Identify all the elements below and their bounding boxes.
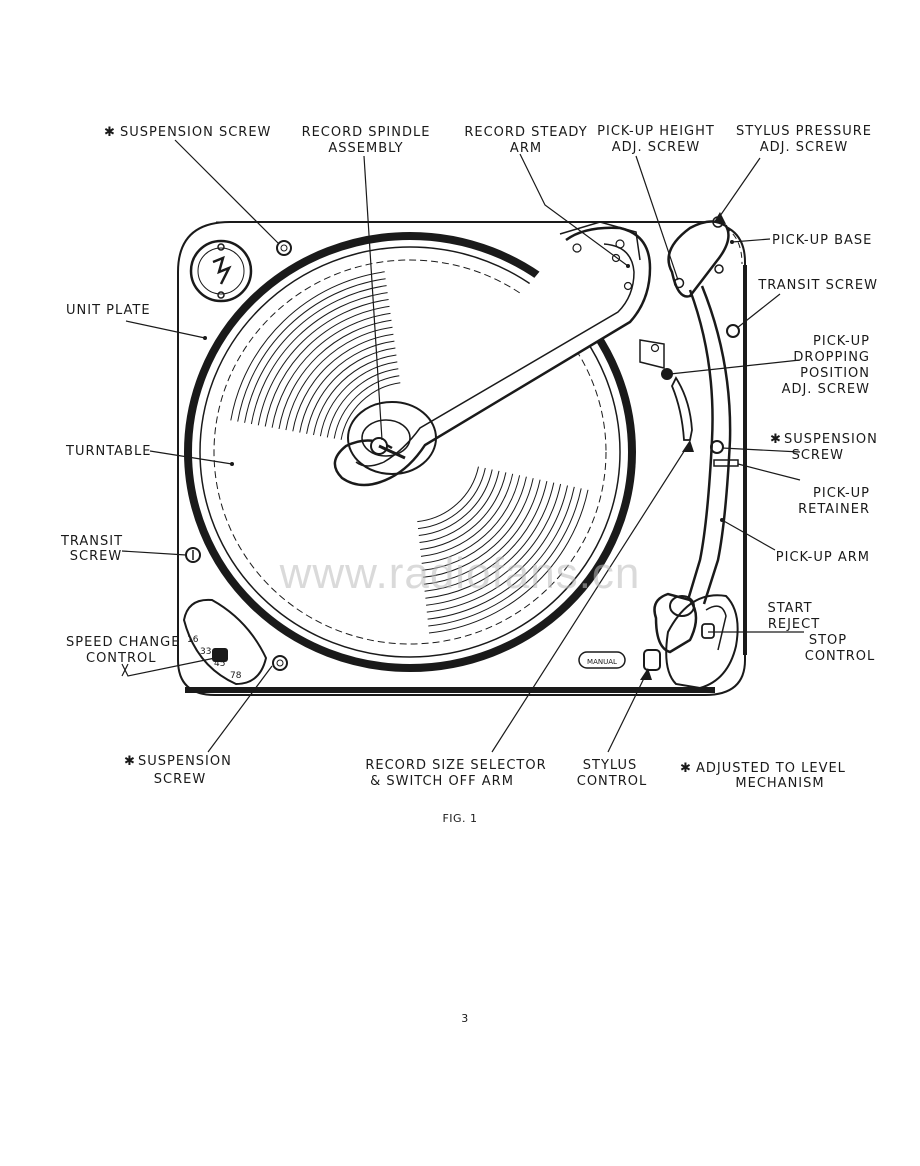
turntable-platter [184,232,636,672]
page-number: 3 [461,1012,469,1025]
speed-16: 16 [187,635,199,645]
speed-change-control: 16 33 45 78 [182,598,268,686]
record-groove [237,278,386,422]
record-groove [264,305,390,427]
record-groove [313,354,397,436]
record-groove [426,483,562,606]
label-note-2: MECHANISM [735,776,824,791]
figure-caption: FIG. 1 [442,812,477,825]
label-record-steady-1: RECORD STEADY [464,125,587,140]
record-groove [420,472,507,550]
record-groove [428,488,582,627]
record-groove [244,285,387,423]
record-groove [426,485,568,613]
record-groove [319,361,398,437]
speed-45: 45 [214,659,225,669]
label-start-1: START [767,601,812,616]
speed-78: 78 [230,671,242,681]
label-suspension-screw-bottom-2: SCREW [154,772,206,787]
label-dropping-2: DROPPING [793,350,870,365]
record-groove [257,299,389,426]
label-record-spindle-2: ASSEMBLY [328,141,403,156]
record-groove [425,482,555,599]
record-groove [417,466,479,523]
record-groove [326,368,399,438]
record-groove [271,312,391,428]
record-groove [299,340,395,433]
record-groove [292,333,394,432]
label-dropping-3: POSITION [800,366,870,381]
label-transit-screw-left-2: SCREW [70,549,122,564]
record-groove [230,271,385,421]
labels: ✱ SUSPENSION SCREW RECORD SPINDLE ASSEMB… [60,124,878,1025]
record-groove [421,475,521,564]
star-marker-bottom: ✱ [124,754,136,769]
record-groove [428,489,589,634]
record-groove [418,469,493,536]
record-groove [427,486,575,620]
label-record-size-2: & SWITCH OFF ARM [370,774,514,789]
record-groove [306,347,396,434]
arrow-heads [203,212,734,680]
label-dropping-4: ADJ. SCREW [782,382,870,397]
label-suspension-screw-top: SUSPENSION SCREW [120,125,271,140]
manual-badge: MANUAL [578,651,626,669]
record-groove [424,480,548,592]
label-start-4: CONTROL [805,649,875,664]
label-speed-change-2: CONTROL [86,651,156,666]
star-marker-right: ✱ [770,432,782,447]
leader-lines [121,139,804,753]
label-speed-change-1: SPEED CHANGE [66,635,180,650]
label-pickup-base: PICK-UP BASE [772,233,872,248]
record-groove [420,473,514,557]
label-pickup-height-2: ADJ. SCREW [612,140,700,155]
record-groove [423,479,541,585]
record-groove [423,478,534,578]
start-reject-stop-control [665,594,739,690]
manual-badge-text: MANUAL [587,658,617,666]
label-stylus-control-2: CONTROL [577,774,647,789]
record-steady-arm [333,221,652,487]
label-dropping-1: PICK-UP [813,334,870,349]
record-groove [417,467,486,530]
label-suspension-screw-right-1: SUSPENSION [784,432,878,447]
record-groove [285,326,393,431]
label-stylus-pressure-1: STYLUS PRESSURE [736,124,872,139]
label-pickup-retainer-1: PICK-UP [813,486,870,501]
watermark: www.radiofans.cn [279,549,641,598]
label-suspension-screw-bottom-1: SUSPENSION [138,754,232,769]
speed-33: 33 [200,647,211,657]
label-start-3: STOP [809,633,847,648]
label-pickup-retainer-2: RETAINER [798,502,870,517]
label-suspension-screw-right-2: SCREW [792,448,844,463]
label-note-1: ADJUSTED TO LEVEL [696,761,846,776]
record-groove [340,382,401,440]
label-transit-screw-right: TRANSIT SCREW [757,278,878,293]
label-transit-screw-left-1: TRANSIT [60,534,123,549]
screws [185,240,292,671]
label-record-size-1: RECORD SIZE SELECTOR [365,758,546,773]
label-turntable: TURNTABLE [65,444,151,459]
label-pickup-arm: PICK-UP ARM [776,550,870,565]
record-groove [419,470,500,543]
record-groove [250,292,388,425]
brand-logo [189,239,253,303]
label-start-2: REJECT [768,617,820,632]
label-unit-plate: UNIT PLATE [66,303,151,318]
label-stylus-control-1: STYLUS [583,758,638,773]
record-groove [278,319,392,429]
star-marker-note: ✱ [680,761,692,776]
record-groove [333,375,400,439]
label-record-spindle-1: RECORD SPINDLE [302,125,431,140]
label-stylus-pressure-2: ADJ. SCREW [760,140,848,155]
record-spindle [347,401,437,475]
label-record-steady-2: ARM [510,141,542,156]
star-marker: ✱ [104,125,116,140]
label-pickup-height-1: PICK-UP HEIGHT [597,124,715,139]
pickup-assembly [639,216,740,605]
record-groove [422,476,527,571]
